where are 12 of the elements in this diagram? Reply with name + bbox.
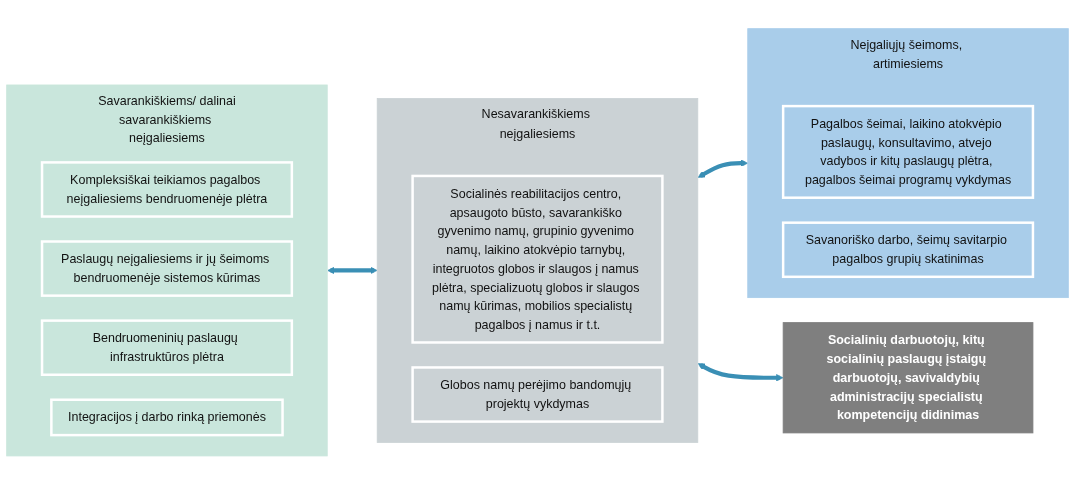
node-box: Kompleksiškai teikiamos pagalbos neįgaliesiems bendruomenėje plėtra <box>40 160 294 218</box>
node-box: Paslaugų neįgaliesiems ir jų šeimoms bendruomenėje sistemos kūrimas <box>40 239 294 297</box>
arrow <box>697 159 749 178</box>
arrow <box>697 362 784 382</box>
node-box: Pagalbos šeimai, laikino atokvėpio paslaugų, konsultavimo, atvejo vadybos ir kitų paslaugų plėtra, pagalbos šeimai programų vykdymas <box>781 104 1035 199</box>
node-box: Socialinės reabilitacijos centro, apsaugoto būsto, savarankiško gyvenimo namų, grupinio gyvenimo namų, laikino atokvėpio tarnybų, integruotos globos ir slaugos į namus plėtra, specializuotų globos ir slaugos namų kūrimas, mobilios specialistų pagalbos į namus ir t.t. <box>411 174 664 344</box>
node-box: Savanoriško darbo, šeimų savitarpio pagalbos grupių skatinimas <box>781 221 1035 278</box>
node-box: Integracijos į darbo rinką priemonės <box>50 398 284 437</box>
node-box: Bendruomeninių paslaugų infrastruktūros plėtra <box>40 319 294 376</box>
node-box: Globos namų perėjimo bandomųjų projektų vykdymas <box>411 365 664 423</box>
arrow <box>327 266 378 274</box>
node-box: Socialinių darbuotojų, kitų socialinių paslaugų įstaigų darbuotojų, savivaldybių administracijų specialistų kompetencijų didinimas <box>782 321 1034 434</box>
